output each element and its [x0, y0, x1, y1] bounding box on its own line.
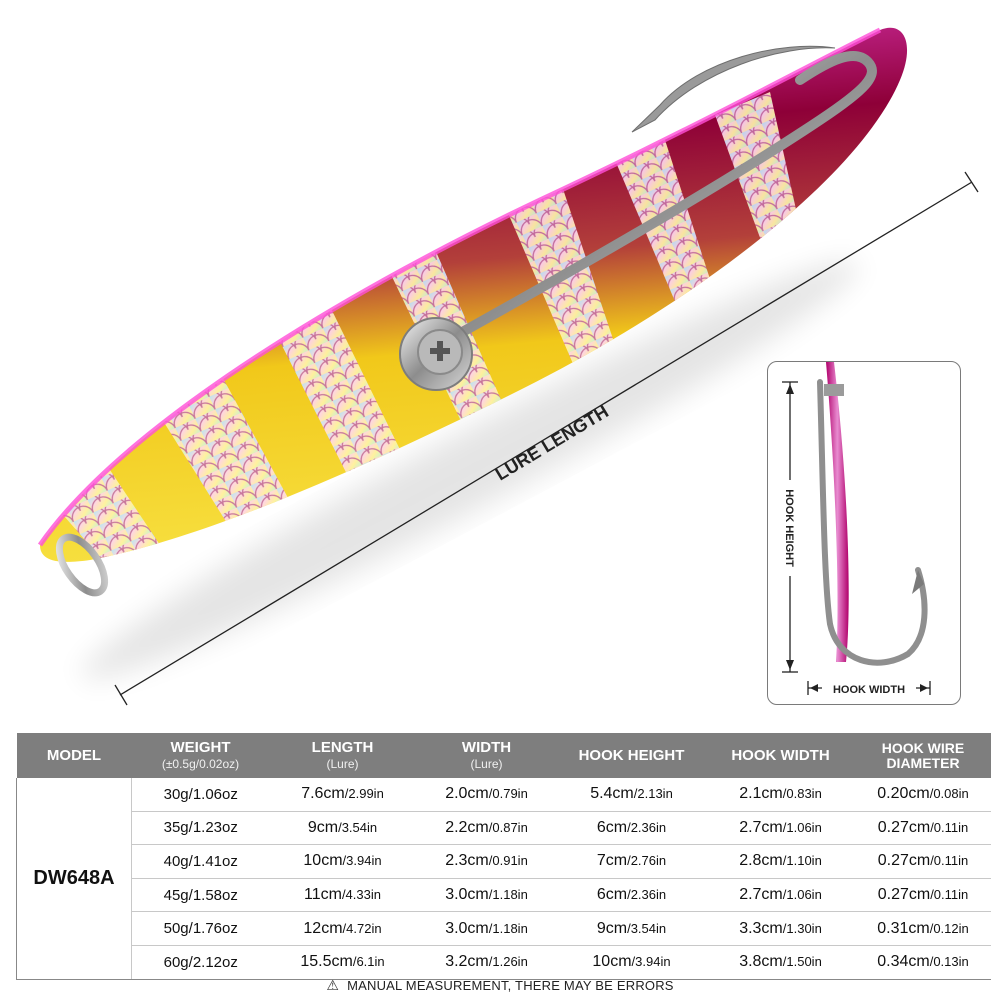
cell-wire-diameter: 0.27cm/0.11in: [855, 844, 991, 879]
header-hook-height: HOOK HEIGHT: [557, 733, 706, 778]
cell-hook-width: 3.3cm/1.30in: [705, 911, 856, 946]
cell-hook-height: 9cm/3.54in: [557, 911, 706, 946]
cell-wire-diameter: 0.27cm/0.11in: [855, 878, 991, 913]
header-width: WIDTH(Lure): [415, 733, 558, 778]
lure-illustration: LURE LENGTH: [37, 27, 979, 706]
cell-width: 3.2cm/1.26in: [415, 945, 558, 980]
cell-weight: 30g/1.06oz: [131, 778, 270, 812]
cell-length: 11cm/4.33in: [269, 878, 416, 913]
cell-length: 7.6cm/2.99in: [269, 778, 416, 812]
cell-width: 2.3cm/0.91in: [415, 844, 558, 879]
cell-hook-width: 2.8cm/1.10in: [705, 844, 856, 879]
cell-length: 15.5cm/6.1in: [269, 945, 416, 980]
lure-body: [40, 27, 908, 562]
single-hook: [399, 45, 877, 391]
cell-hook-width: 3.8cm/1.50in: [705, 945, 856, 980]
cell-hook-height: 5.4cm/2.13in: [557, 778, 706, 812]
cell-hook-width: 2.7cm/1.06in: [705, 811, 856, 846]
cell-hook-width: 2.7cm/1.06in: [705, 878, 856, 913]
cell-wire-diameter: 0.31cm/0.12in: [855, 911, 991, 946]
header-weight: WEIGHT(±0.5g/0.02oz): [131, 733, 270, 778]
cell-wire-diameter: 0.34cm/0.13in: [855, 945, 991, 980]
header-hook-width: HOOK WIDTH: [705, 733, 856, 778]
model-cell: DW648A: [16, 778, 132, 980]
cell-weight: 45g/1.58oz: [131, 878, 270, 913]
cell-weight: 40g/1.41oz: [131, 844, 270, 879]
warning-triangle-icon: ⚠: [326, 977, 340, 993]
split-ring: [55, 533, 109, 597]
cell-hook-height: 6cm/2.36in: [557, 878, 706, 913]
hook-detail-inset: HOOK WIDTH HOOK HEIGHT: [767, 361, 961, 705]
cell-width: 2.0cm/0.79in: [415, 778, 558, 812]
header-length: LENGTH(Lure): [269, 733, 416, 778]
cell-width: 2.2cm/0.87in: [415, 811, 558, 846]
cell-wire-diameter: 0.20cm/0.08in: [855, 778, 991, 812]
cell-length: 12cm/4.72in: [269, 911, 416, 946]
hook-detail-drawing: HOOK WIDTH HOOK HEIGHT: [782, 362, 931, 696]
cell-hook-height: 7cm/2.76in: [557, 844, 706, 879]
cell-weight: 35g/1.23oz: [131, 811, 270, 846]
cell-wire-diameter: 0.27cm/0.11in: [855, 811, 991, 846]
cell-width: 3.0cm/1.18in: [415, 878, 558, 913]
table-header-row: MODEL WEIGHT(±0.5g/0.02oz) LENGTH(Lure) …: [16, 733, 991, 778]
cell-weight: 60g/2.12oz: [131, 945, 270, 980]
header-model: MODEL: [16, 733, 132, 778]
spec-table: MODEL WEIGHT(±0.5g/0.02oz) LENGTH(Lure) …: [16, 733, 991, 980]
hook-width-label: HOOK WIDTH: [833, 684, 905, 696]
cell-hook-height: 10cm/3.94in: [557, 945, 706, 980]
cell-hook-width: 2.1cm/0.83in: [705, 778, 856, 812]
cell-length: 10cm/3.94in: [269, 844, 416, 879]
cell-hook-height: 6cm/2.36in: [557, 811, 706, 846]
measurement-note: ⚠MANUAL MEASUREMENT, THERE MAY BE ERRORS: [326, 977, 674, 993]
cell-weight: 50g/1.76oz: [131, 911, 270, 946]
cell-length: 9cm/3.54in: [269, 811, 416, 846]
cell-width: 3.0cm/1.18in: [415, 911, 558, 946]
hook-height-label: HOOK HEIGHT: [783, 489, 795, 567]
